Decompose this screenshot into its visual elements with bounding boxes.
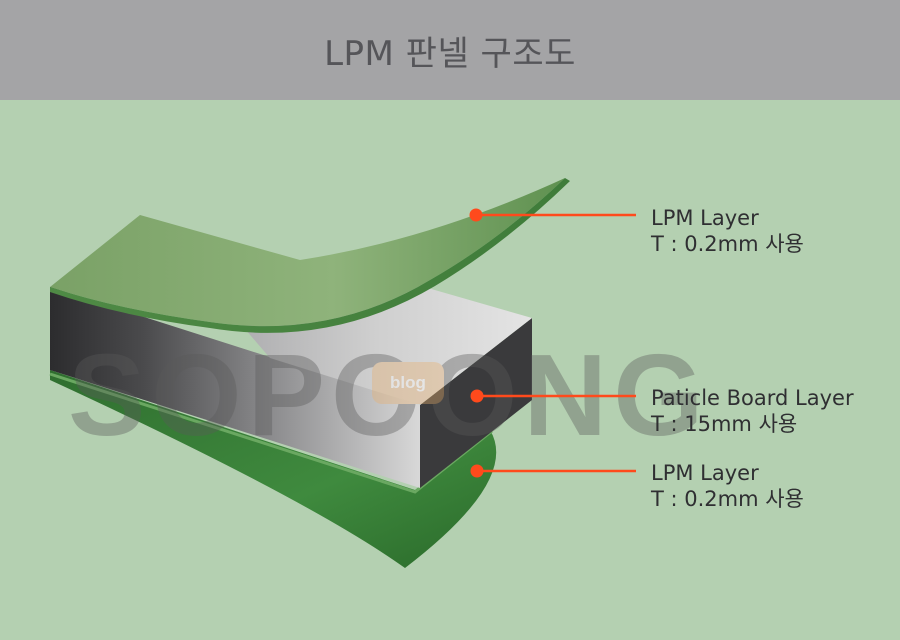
watermark-badge-box	[372, 362, 444, 404]
layer-name: LPM Layer	[651, 206, 759, 230]
title-bar: LPM 판넬 구조도	[0, 0, 900, 100]
core-front-face	[50, 287, 420, 488]
layer-name: LPM Layer	[651, 461, 759, 485]
label-lpm-bottom: LPM Layer T : 0.2mm 사용	[651, 460, 804, 512]
leader-lines	[469, 208, 636, 478]
core-side-face	[420, 318, 532, 488]
layer-thickness: T : 0.2mm 사용	[651, 232, 804, 256]
watermark-badge: blog	[390, 373, 426, 392]
leader-dot-3	[470, 464, 484, 478]
layer-name: Paticle Board Layer	[651, 386, 854, 410]
top-lpm-sheet	[50, 178, 565, 327]
page-title: LPM 판넬 구조도	[324, 33, 576, 74]
leader-dot-2	[470, 389, 484, 403]
layer-thickness: T : 15mm 사용	[651, 412, 798, 436]
leader-dot-1	[469, 208, 483, 222]
label-lpm-top: LPM Layer T : 0.2mm 사용	[651, 205, 804, 257]
layer-thickness: T : 0.2mm 사용	[651, 487, 804, 511]
panel-illustration: SOPOONG blog	[49, 178, 703, 568]
bottom-lpm-sheet	[50, 370, 497, 568]
label-particle-board: Paticle Board Layer T : 15mm 사용	[651, 385, 854, 437]
diagram: SOPOONG blog	[0, 100, 900, 640]
